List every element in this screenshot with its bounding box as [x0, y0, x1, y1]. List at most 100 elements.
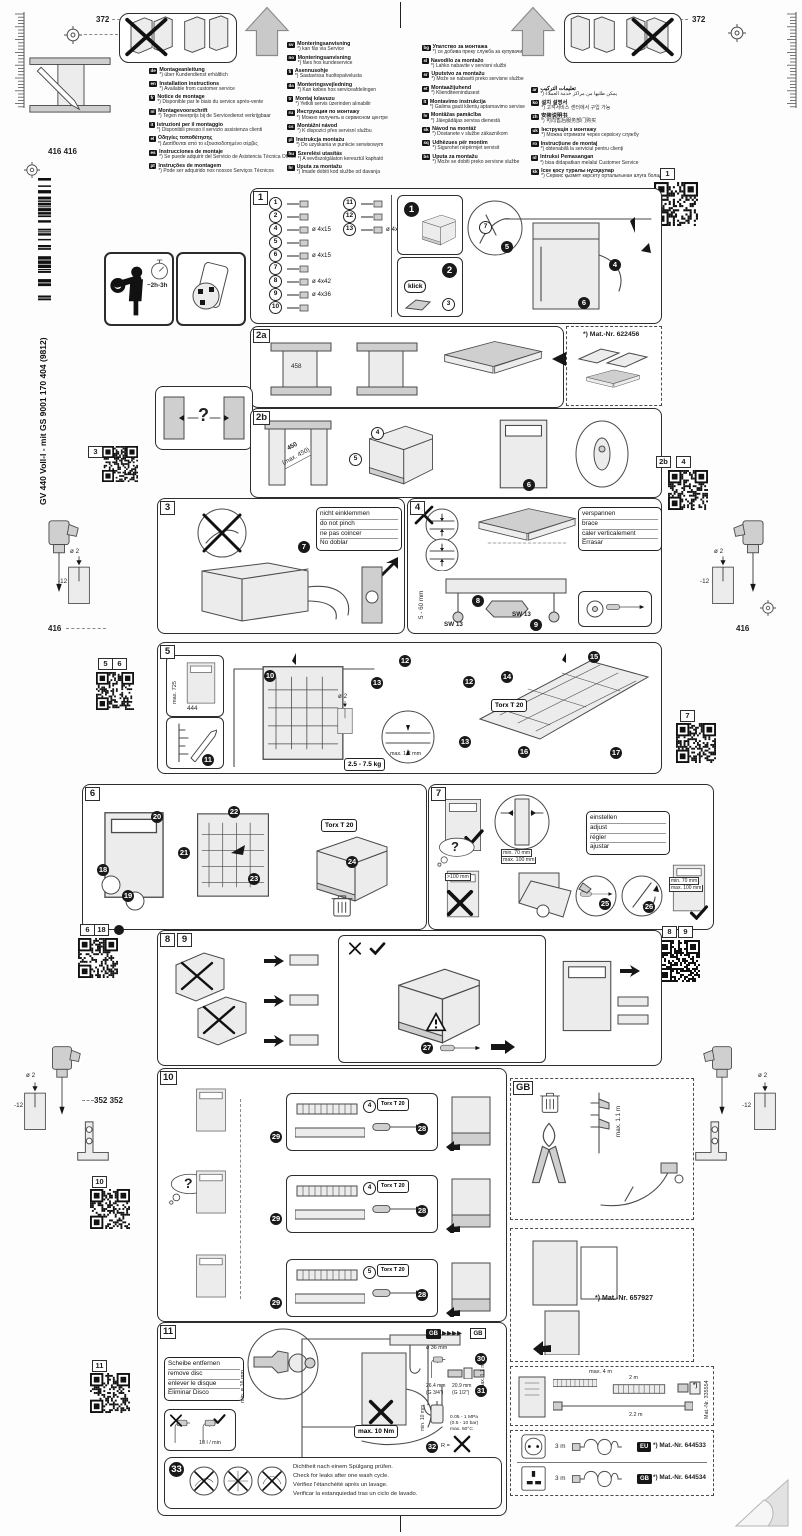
- door-max-height: max. 725: [172, 680, 178, 704]
- part-icon: [361, 213, 383, 220]
- language-code-badge: uk: [531, 127, 540, 134]
- installer-time-pictogram: ~2h-3h: [104, 252, 174, 326]
- language-entry: hu Szerelési utasítás *) A vevőszolgálat…: [287, 151, 419, 163]
- wrench-size: SW 13: [512, 611, 531, 618]
- arrow-left-icon: [552, 352, 566, 366]
- accessory-657927-box: *) Mat.-Nr. 657927: [510, 1228, 694, 1362]
- qr-code: [78, 938, 118, 978]
- person-wrench-icon: [110, 264, 154, 318]
- language-text: Montavimo instrukcija *) Galima gauti kl…: [430, 99, 525, 111]
- registration-mark: [400, 2, 401, 28]
- gap-min: min. 70 mm: [501, 849, 533, 857]
- language-entry: cs Montážní návod *) K dispozici přes se…: [287, 123, 419, 135]
- part-number: 7: [269, 262, 282, 275]
- plinth-rail-icon: [295, 1102, 359, 1116]
- dishwasher-rear-icon: [518, 1376, 546, 1418]
- language-text: Montážní návod *) K dispozici přes servi…: [297, 123, 371, 135]
- question-mark: ?: [451, 839, 459, 854]
- language-title: Intruksi Pemasangan: [540, 154, 594, 161]
- torque-label: max. 10 Nm: [354, 1425, 399, 1438]
- callout: 13: [371, 677, 383, 689]
- step-badge: 11: [160, 1325, 177, 1339]
- torx-label: Torx T 20: [377, 1098, 409, 1111]
- qr-code: [668, 470, 708, 510]
- hose-max-length: max. 4 m: [589, 1369, 613, 1375]
- accessory-622456-box: *) Mat.-Nr. 622456: [566, 326, 662, 406]
- language-title: Monteringsanvisning: [297, 41, 351, 47]
- gap-detail-circle: [381, 710, 435, 764]
- note-line: remove disc: [168, 1370, 240, 1380]
- qr-step-badge: 11: [92, 1360, 107, 1372]
- language-entry: ko 설치 설명서 *) 고객서비스 센터에서 구입 가능: [531, 100, 660, 112]
- part-ref: 3: [442, 298, 455, 311]
- language-code-badge: id: [531, 154, 539, 161]
- language-note: *) Disponibili presso il servizio assist…: [156, 126, 263, 133]
- callout: 26: [643, 901, 655, 913]
- dishwasher-figure: [379, 960, 499, 1052]
- language-code-badge: sl: [422, 58, 429, 65]
- callout: 7: [298, 541, 310, 553]
- language-entry: bg Упатство за монтажа *) се добива прек…: [422, 44, 529, 56]
- qr-step-badge: 4: [676, 456, 691, 468]
- part-icon: [287, 239, 309, 246]
- callout: 28: [416, 1205, 428, 1217]
- klick-label: klick: [404, 280, 427, 293]
- language-code-badge: tr: [287, 96, 294, 103]
- tap-icon: [426, 1353, 446, 1379]
- note-line: do not pinch: [320, 520, 398, 530]
- language-code-badge: el: [149, 135, 156, 142]
- leak-check-box: 33 Dichtheit nach einem Spülgang prüfen.…: [164, 1457, 502, 1509]
- language-entry: hr Uputa za montažu *) Imade dobiti kod …: [287, 164, 419, 176]
- gap-bad: >100 mm: [445, 873, 471, 881]
- part-number: 9: [269, 288, 282, 301]
- niche-width-figure: [264, 420, 332, 486]
- qr-scan-pictogram: [176, 252, 246, 326]
- step-badge: 8: [160, 933, 175, 947]
- step-8-9-panel: 8 9 27: [157, 930, 662, 1066]
- language-title: تعليمات التركيب: [540, 86, 576, 92]
- language-text: Návod na montáž *) Dostanete v službe zá…: [432, 126, 508, 138]
- part-icon: [287, 226, 309, 233]
- cord-coil-icon: [571, 1436, 633, 1458]
- cross-icon: [445, 889, 475, 917]
- language-text: Szerelési utasítás *) A vevőszolgálaton …: [298, 151, 384, 163]
- brace-notebox: verspannen brace caler verticalement Err…: [578, 507, 662, 552]
- language-entry: pt Instruções de montagem *) Pode ser ad…: [149, 163, 285, 175]
- note-line: brace: [582, 520, 658, 530]
- gap-min: min. 70 mm: [669, 877, 700, 885]
- language-code-badge: bs: [422, 154, 431, 160]
- step-1-panel: 1 1 2 4 ø 4x15 5 6 ø 4x15 7 8 ø 4x42 9: [250, 188, 662, 324]
- language-entry: ro Instrucțiune de montaj *) obtenabilă …: [531, 141, 660, 153]
- asterisk: *): [693, 1383, 698, 1389]
- language-code-badge: it: [149, 122, 155, 129]
- drill-diameter: ø 2: [70, 548, 80, 555]
- cabinet-panels-figure: [532, 1240, 618, 1355]
- language-code-badge: de: [149, 67, 158, 74]
- language-code-badge: sk: [422, 126, 431, 133]
- language-code-badge: et: [422, 85, 430, 92]
- adjust-detail-circle: [575, 875, 617, 917]
- step-badge: 6: [85, 787, 100, 801]
- material-number: *) Mat.-Nr. 657927: [595, 1295, 653, 1302]
- language-code-badge: pt: [149, 163, 157, 170]
- wrong-mounting-icon: [120, 14, 234, 60]
- part-number: 6: [269, 249, 282, 262]
- dimension-416-416: 416 416: [48, 147, 77, 156]
- crosshair-icon: [64, 26, 82, 44]
- part-ref: 5: [363, 1266, 376, 1279]
- callout: 23: [248, 873, 260, 885]
- cord-length-gb: 3 m: [555, 1475, 566, 1482]
- plinth-mounted-figure: [446, 1262, 491, 1317]
- language-entry: kk Іске қосу туралы нұсқаулар *) Сервис …: [531, 168, 666, 180]
- dim-line: [84, 34, 118, 35]
- door-panel-figure: [196, 813, 270, 897]
- part-icon: [287, 200, 309, 207]
- language-list-column-2: sv Monteringsanvisning *) kan fås via Se…: [287, 41, 419, 178]
- warning-icon: [425, 1012, 447, 1032]
- language-title: Іске қосу туралы нұсқаулар: [541, 168, 615, 175]
- parts-list-item: 1: [269, 197, 331, 210]
- mounting-bracket-icon: [690, 1116, 732, 1166]
- language-note: *) Сервис қызмет көрсету орталығынан алу…: [541, 173, 666, 180]
- language-note: *) Available from customer service: [159, 85, 235, 92]
- leak-note-es: Verificar la estanquiedad tras un ciclo …: [293, 1491, 418, 1497]
